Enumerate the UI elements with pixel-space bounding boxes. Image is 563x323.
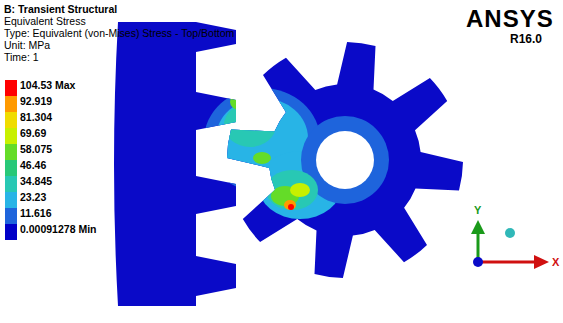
origin-dot	[473, 257, 483, 267]
pinion-gear	[227, 42, 463, 278]
unit-label: Unit: MPa	[4, 39, 50, 51]
y-arrowhead	[471, 220, 485, 234]
rack-part	[114, 22, 236, 306]
legend-swatch	[5, 96, 17, 112]
legend-label: 46.46	[20, 159, 46, 171]
z-sphere	[505, 228, 515, 238]
axis-label: X	[552, 256, 559, 268]
result-name: Equivalent Stress	[4, 15, 86, 27]
legend-label: 104.53 Max	[20, 79, 75, 91]
legend-swatch	[5, 80, 17, 96]
legend-label: 81.304	[20, 111, 52, 123]
legend-label: 58.075	[20, 143, 52, 155]
legend-label: 92.919	[20, 95, 52, 107]
legend-swatch	[5, 144, 17, 160]
x-axis	[478, 261, 536, 264]
legend-swatch	[5, 160, 17, 176]
legend-swatch	[5, 192, 17, 208]
logo-text: ANSYS	[466, 6, 554, 32]
result-type: Type: Equivalent (von-Mises) Stress - To…	[4, 27, 234, 39]
legend-swatch	[5, 128, 17, 144]
legend-label: 23.23	[20, 191, 46, 203]
legend-swatch	[5, 208, 17, 224]
axis-label: Y	[474, 204, 481, 216]
legend-label: 69.69	[20, 127, 46, 139]
legend-swatch	[5, 112, 17, 128]
legend-label: 11.616	[20, 207, 52, 219]
legend-label: 0.00091278 Min	[20, 223, 96, 235]
version-label: R16.0	[510, 33, 542, 45]
legend-label: 34.845	[20, 175, 52, 187]
legend-swatch	[5, 224, 17, 240]
x-arrowhead	[534, 255, 549, 269]
title: B: Transient Structural	[4, 3, 117, 15]
time-label: Time: 1	[4, 51, 39, 63]
legend-swatch	[5, 176, 17, 192]
stress-contour	[204, 88, 389, 219]
